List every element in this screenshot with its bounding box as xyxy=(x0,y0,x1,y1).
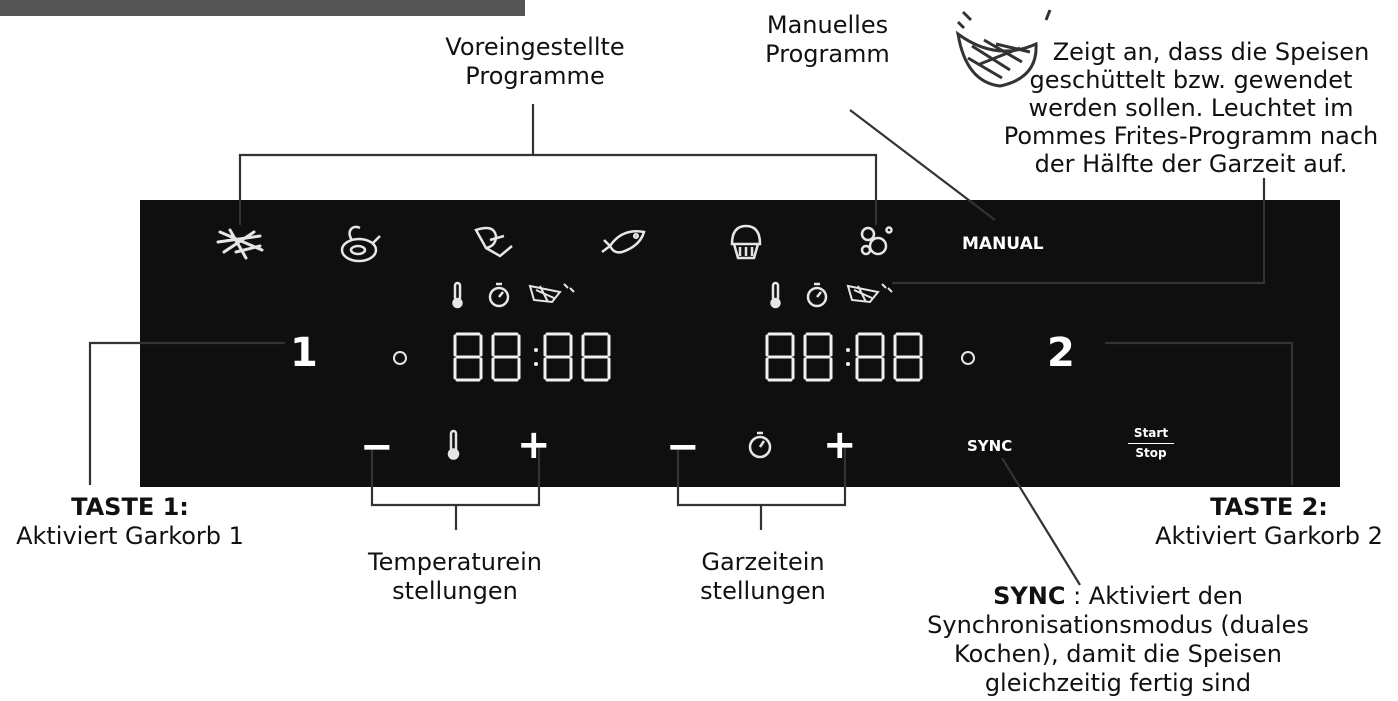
temp-minus-button[interactable]: − xyxy=(360,424,394,470)
display-colon xyxy=(846,362,850,366)
temp-thermometer-icon xyxy=(447,429,460,460)
header-bar xyxy=(0,0,525,16)
sync-button[interactable]: SYNC xyxy=(967,437,1013,455)
key1-leader xyxy=(88,341,285,485)
chicken-icon xyxy=(340,225,381,263)
drumstick-icon xyxy=(474,226,513,258)
manual-leader xyxy=(849,109,996,221)
display-colon xyxy=(534,362,538,366)
basket1-indicator xyxy=(393,351,407,365)
presets-bracket xyxy=(238,104,878,225)
vegetables-icon xyxy=(860,226,893,256)
timer-icon xyxy=(806,282,828,308)
key1-label: TASTE 1:Aktiviert Garkorb 1 xyxy=(16,493,244,550)
sync-leader xyxy=(1001,457,1081,586)
fish-icon xyxy=(601,230,646,254)
fries-icon xyxy=(216,228,264,260)
time-bracket xyxy=(676,445,847,530)
display-colon xyxy=(846,348,850,352)
shake-basket-icon xyxy=(528,283,575,304)
temp-bracket xyxy=(370,445,541,530)
time-timer-icon xyxy=(748,431,772,459)
basket2-indicator xyxy=(961,351,975,365)
sync-desc-0: : Aktiviert den xyxy=(1065,582,1243,610)
key2-leader xyxy=(1105,341,1294,485)
key1-button[interactable]: 1 xyxy=(290,330,318,376)
start-stop-button[interactable]: Start Stop xyxy=(1128,426,1174,461)
shake-basket-icon xyxy=(955,9,1052,88)
key2-label: TASTE 2:Aktiviert Garkorb 2 xyxy=(1155,493,1383,550)
manual-button[interactable]: MANUAL xyxy=(962,234,1044,254)
muffin-icon xyxy=(730,224,762,260)
shake-basket-icon xyxy=(846,283,893,304)
thermometer-icon xyxy=(452,281,463,309)
key2-button[interactable]: 2 xyxy=(1047,330,1075,376)
display-colon xyxy=(534,348,538,352)
timer-icon xyxy=(488,282,510,308)
sync-title: SYNC xyxy=(993,582,1066,610)
shake-leader xyxy=(892,178,1266,285)
display-right xyxy=(765,332,923,382)
stop-label: Stop xyxy=(1135,446,1167,460)
thermometer-icon xyxy=(770,281,781,309)
start-label: Start xyxy=(1128,426,1174,444)
display-left xyxy=(453,332,611,382)
time-minus-button[interactable]: − xyxy=(666,424,700,470)
time-plus-button[interactable]: + xyxy=(823,422,857,468)
leader-lines xyxy=(88,104,1294,586)
temp-plus-button[interactable]: + xyxy=(517,422,551,468)
